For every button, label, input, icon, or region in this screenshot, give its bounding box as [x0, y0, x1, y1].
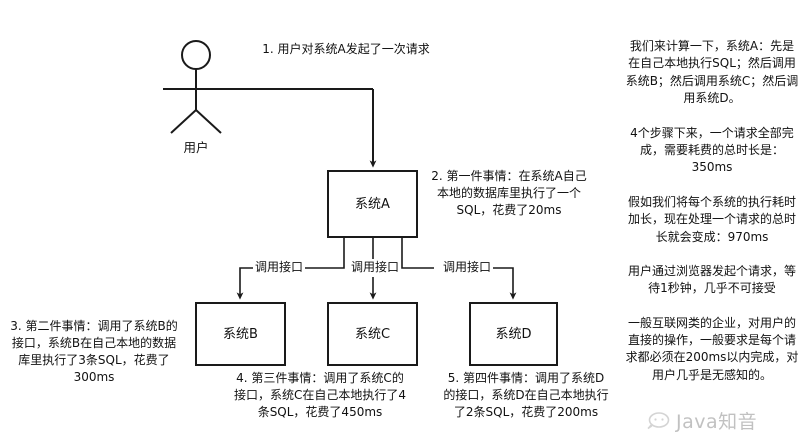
annotation-step-4: 4. 第三件事情：调用了系统C的接口，系统C在自己本地执行了4条SQL，花费了4… [233, 371, 406, 420]
node-label-system-d: 系统D [495, 327, 532, 342]
node-label-system-c: 系统C [354, 327, 391, 342]
node-label-system-a: 系统A [355, 197, 390, 212]
watermark-text: Java知音 [676, 411, 758, 433]
commentary-paragraph: 假如我们将每个系统的执行耗时加长，现在处理一个请求的总时长就会变成：970ms [627, 194, 796, 244]
commentary-paragraph: 我们来计算一下，系统A：先是在自己本地执行SQL；然后调用系统B；然后调用系统C… [625, 39, 799, 106]
annotation-step-3: 3. 第二件事情：调用了系统B的接口，系统B在自己本地的数据库里执行了3条SQL… [10, 319, 178, 385]
edge-label-call-c: 调用接口 [349, 260, 401, 274]
annotation-step-2: 2. 第一件事情：在系统A自己本地的数据库里执行了一个SQL，花费了20ms [431, 169, 587, 218]
stick-figure-icon [170, 40, 222, 134]
watermark: Java知音 [646, 407, 757, 434]
node-system-b-shape [195, 302, 286, 366]
edge-a-to-b [236, 237, 345, 300]
annotation-step-1: 1. 用户对系统A发起了一次请求 [262, 42, 430, 56]
speech-bubble-icon [647, 411, 670, 429]
edge-label-call-b: 调用接口 [253, 260, 305, 274]
commentary-paragraph: 一般互联网类的企业，对用户的直接的操作，一般要求是每个请求都必须在200ms以内… [625, 315, 799, 382]
actor-label: 用户 [183, 140, 209, 155]
edge-user-to-system-a [163, 88, 377, 168]
edge-a-to-d [401, 237, 517, 300]
node-system-c-shape [327, 302, 418, 366]
node-system-d-shape [469, 302, 558, 366]
edge-label-call-d: 调用接口 [441, 260, 493, 274]
node-system-a-shape [327, 170, 418, 238]
commentary-panel: 我们来计算一下，系统A：先是在自己本地执行SQL；然后调用系统B；然后调用系统C… [624, 38, 800, 401]
commentary-paragraph: 4个步骤下来，一个请求全部完成，需要耗费的总时长是：350ms [630, 125, 794, 175]
node-label-system-b: 系统B [223, 327, 258, 342]
commentary-paragraph: 用户通过浏览器发起个请求，等待1秒钟，几乎不可接受 [627, 263, 796, 296]
annotation-step-5: 5. 第四件事情：调用了系统D的接口，系统D在自己本地执行了2条SQL，花费了2… [443, 371, 609, 420]
